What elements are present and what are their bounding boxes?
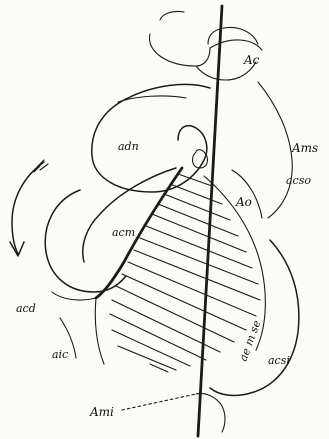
label-aic: aic <box>52 348 68 361</box>
label-acsi: acsi <box>268 354 290 367</box>
label-ao: Ao <box>235 195 252 209</box>
label-ams: Ams <box>291 141 318 155</box>
label-ami: Ami <box>89 405 114 419</box>
label-acd: acd <box>16 302 36 315</box>
adn-loop <box>92 84 210 192</box>
adn-inner-arc <box>118 96 186 102</box>
ami-leader-line <box>122 394 196 410</box>
label-acso: acso <box>286 174 311 187</box>
ams-curve <box>258 82 292 218</box>
label-adn: adn <box>118 140 139 153</box>
acd-branch <box>52 292 96 300</box>
label-ac: Ac <box>243 53 260 67</box>
aic-branch <box>95 298 104 364</box>
upper-vessel-inner-curve <box>160 11 184 20</box>
acsi-curve <box>210 240 299 395</box>
label-acm: acm <box>112 226 135 239</box>
acm-descending-artery <box>96 168 182 298</box>
curved-arrow-icon <box>10 160 48 256</box>
